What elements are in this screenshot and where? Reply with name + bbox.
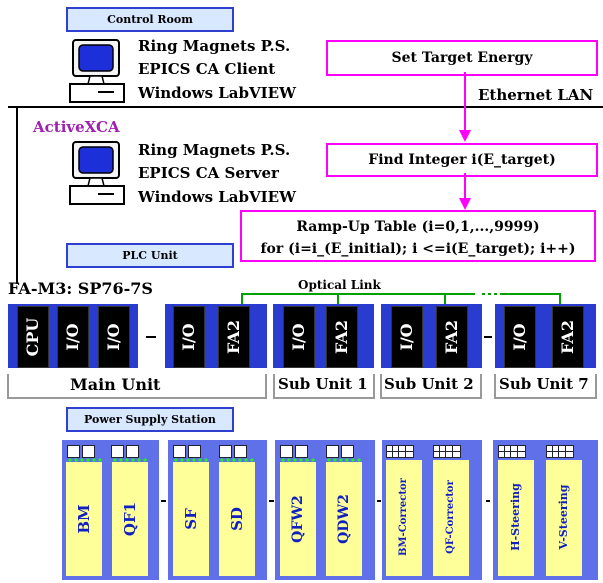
led-row: [173, 458, 209, 462]
power-supply-station-label: Power Supply Station: [66, 407, 234, 432]
ps-indicator: [126, 445, 139, 458]
find-integer-box: Find Integer i(E_target): [326, 143, 598, 177]
ps-indicator: [280, 445, 293, 458]
set-target-energy-box: Set Target Energy: [326, 40, 598, 76]
ps-qdw2: QDW2: [326, 462, 362, 576]
arrow-head-2: [459, 198, 471, 210]
io-module: I/O: [283, 306, 315, 368]
ramp-up-line2: for (i=i_(E_initial); i <=i(E_target); i…: [260, 241, 576, 257]
ethernet-lan-line: [8, 106, 603, 108]
ps-gap-dash: [486, 500, 490, 502]
ps-sd: SD: [219, 462, 255, 576]
server-line2: EPICS CA Server: [138, 164, 279, 182]
ps-gap-dash: [269, 500, 274, 502]
unit-brackets: [7, 374, 597, 399]
fa2-module: FA2: [218, 306, 250, 368]
led-row: [112, 458, 148, 462]
ethernet-lan-label: Ethernet LAN: [478, 86, 594, 104]
rack-gap-dash: [484, 336, 492, 338]
sub-unit-7-label: Sub Unit 7: [499, 375, 589, 393]
main-unit-label: Main Unit: [70, 375, 161, 394]
io-module: I/O: [391, 306, 423, 368]
ps-bm: BM: [66, 462, 102, 576]
optical-link-label: Optical Link: [298, 278, 381, 292]
ps-qf1: QF1: [112, 462, 148, 576]
optical-link-lines: [241, 293, 561, 308]
io-module: I/O: [504, 306, 536, 368]
ps-indicator: [111, 445, 124, 458]
io-module: I/O: [98, 306, 130, 368]
io-module: I/O: [173, 306, 205, 368]
plc-unit-label: PLC Unit: [66, 243, 234, 268]
control-room-label: Control Room: [66, 7, 234, 32]
server-line3: Windows LabVIEW: [138, 188, 296, 206]
server-line1: Ring Magnets P.S.: [138, 141, 291, 159]
ps-grid-indicator: [546, 445, 574, 458]
fa2-module: FA2: [552, 306, 584, 368]
arrow-head-1: [459, 130, 471, 142]
ps-qf-corrector: QF-Corrector: [433, 460, 469, 576]
server-computer-icon: [69, 141, 125, 205]
sub-unit-2-label: Sub Unit 2: [384, 375, 474, 393]
ramp-up-table-box: Ramp-Up Table (i=0,1,...,9999) for (i=i_…: [240, 210, 596, 262]
cpu-module: CPU: [17, 306, 49, 368]
led-row: [219, 458, 255, 462]
ps-grid-indicator: [498, 445, 526, 458]
ps-sf: SF: [173, 462, 209, 576]
ps-h-steering: H-Steering: [498, 460, 534, 576]
plc-model-label: FA-M3: SP76-7S: [8, 279, 153, 298]
ps-grid-indicator: [433, 445, 461, 458]
led-row: [326, 458, 362, 462]
led-row: [67, 458, 103, 462]
rack-gap-dash: [146, 336, 156, 338]
ps-indicator: [173, 445, 186, 458]
flow-arrows: [459, 72, 471, 210]
client-line3: Windows LabVIEW: [138, 84, 296, 102]
ps-bm-corrector: BM-Corrector: [386, 460, 422, 576]
ps-grid-indicator: [386, 445, 414, 458]
activexca-label: ActiveXCA: [33, 118, 120, 136]
ps-indicator: [295, 445, 308, 458]
ps-gap-dash: [161, 500, 166, 502]
lan-drop-line: [16, 106, 18, 284]
client-line1: Ring Magnets P.S.: [138, 37, 291, 55]
ps-indicator: [219, 445, 232, 458]
ps-indicator: [234, 445, 247, 458]
io-module: I/O: [57, 306, 89, 368]
ps-indicator: [82, 445, 95, 458]
sub-unit-1-label: Sub Unit 1: [278, 375, 368, 393]
led-row: [280, 458, 316, 462]
ps-indicator: [341, 445, 354, 458]
fa2-module: FA2: [326, 306, 358, 368]
ps-qfw2: QFW2: [280, 462, 316, 576]
ps-indicator: [188, 445, 201, 458]
ps-gap-dash: [377, 500, 381, 502]
server-lan-connector: [16, 106, 18, 116]
ps-v-steering: V-Steering: [546, 460, 582, 576]
ps-indicator: [326, 445, 339, 458]
ramp-up-line1: Ramp-Up Table (i=0,1,...,9999): [296, 219, 540, 235]
client-computer-icon: [69, 39, 125, 103]
fa2-module: FA2: [436, 306, 468, 368]
ps-indicator: [67, 445, 80, 458]
client-line2: EPICS CA Client: [138, 60, 276, 78]
